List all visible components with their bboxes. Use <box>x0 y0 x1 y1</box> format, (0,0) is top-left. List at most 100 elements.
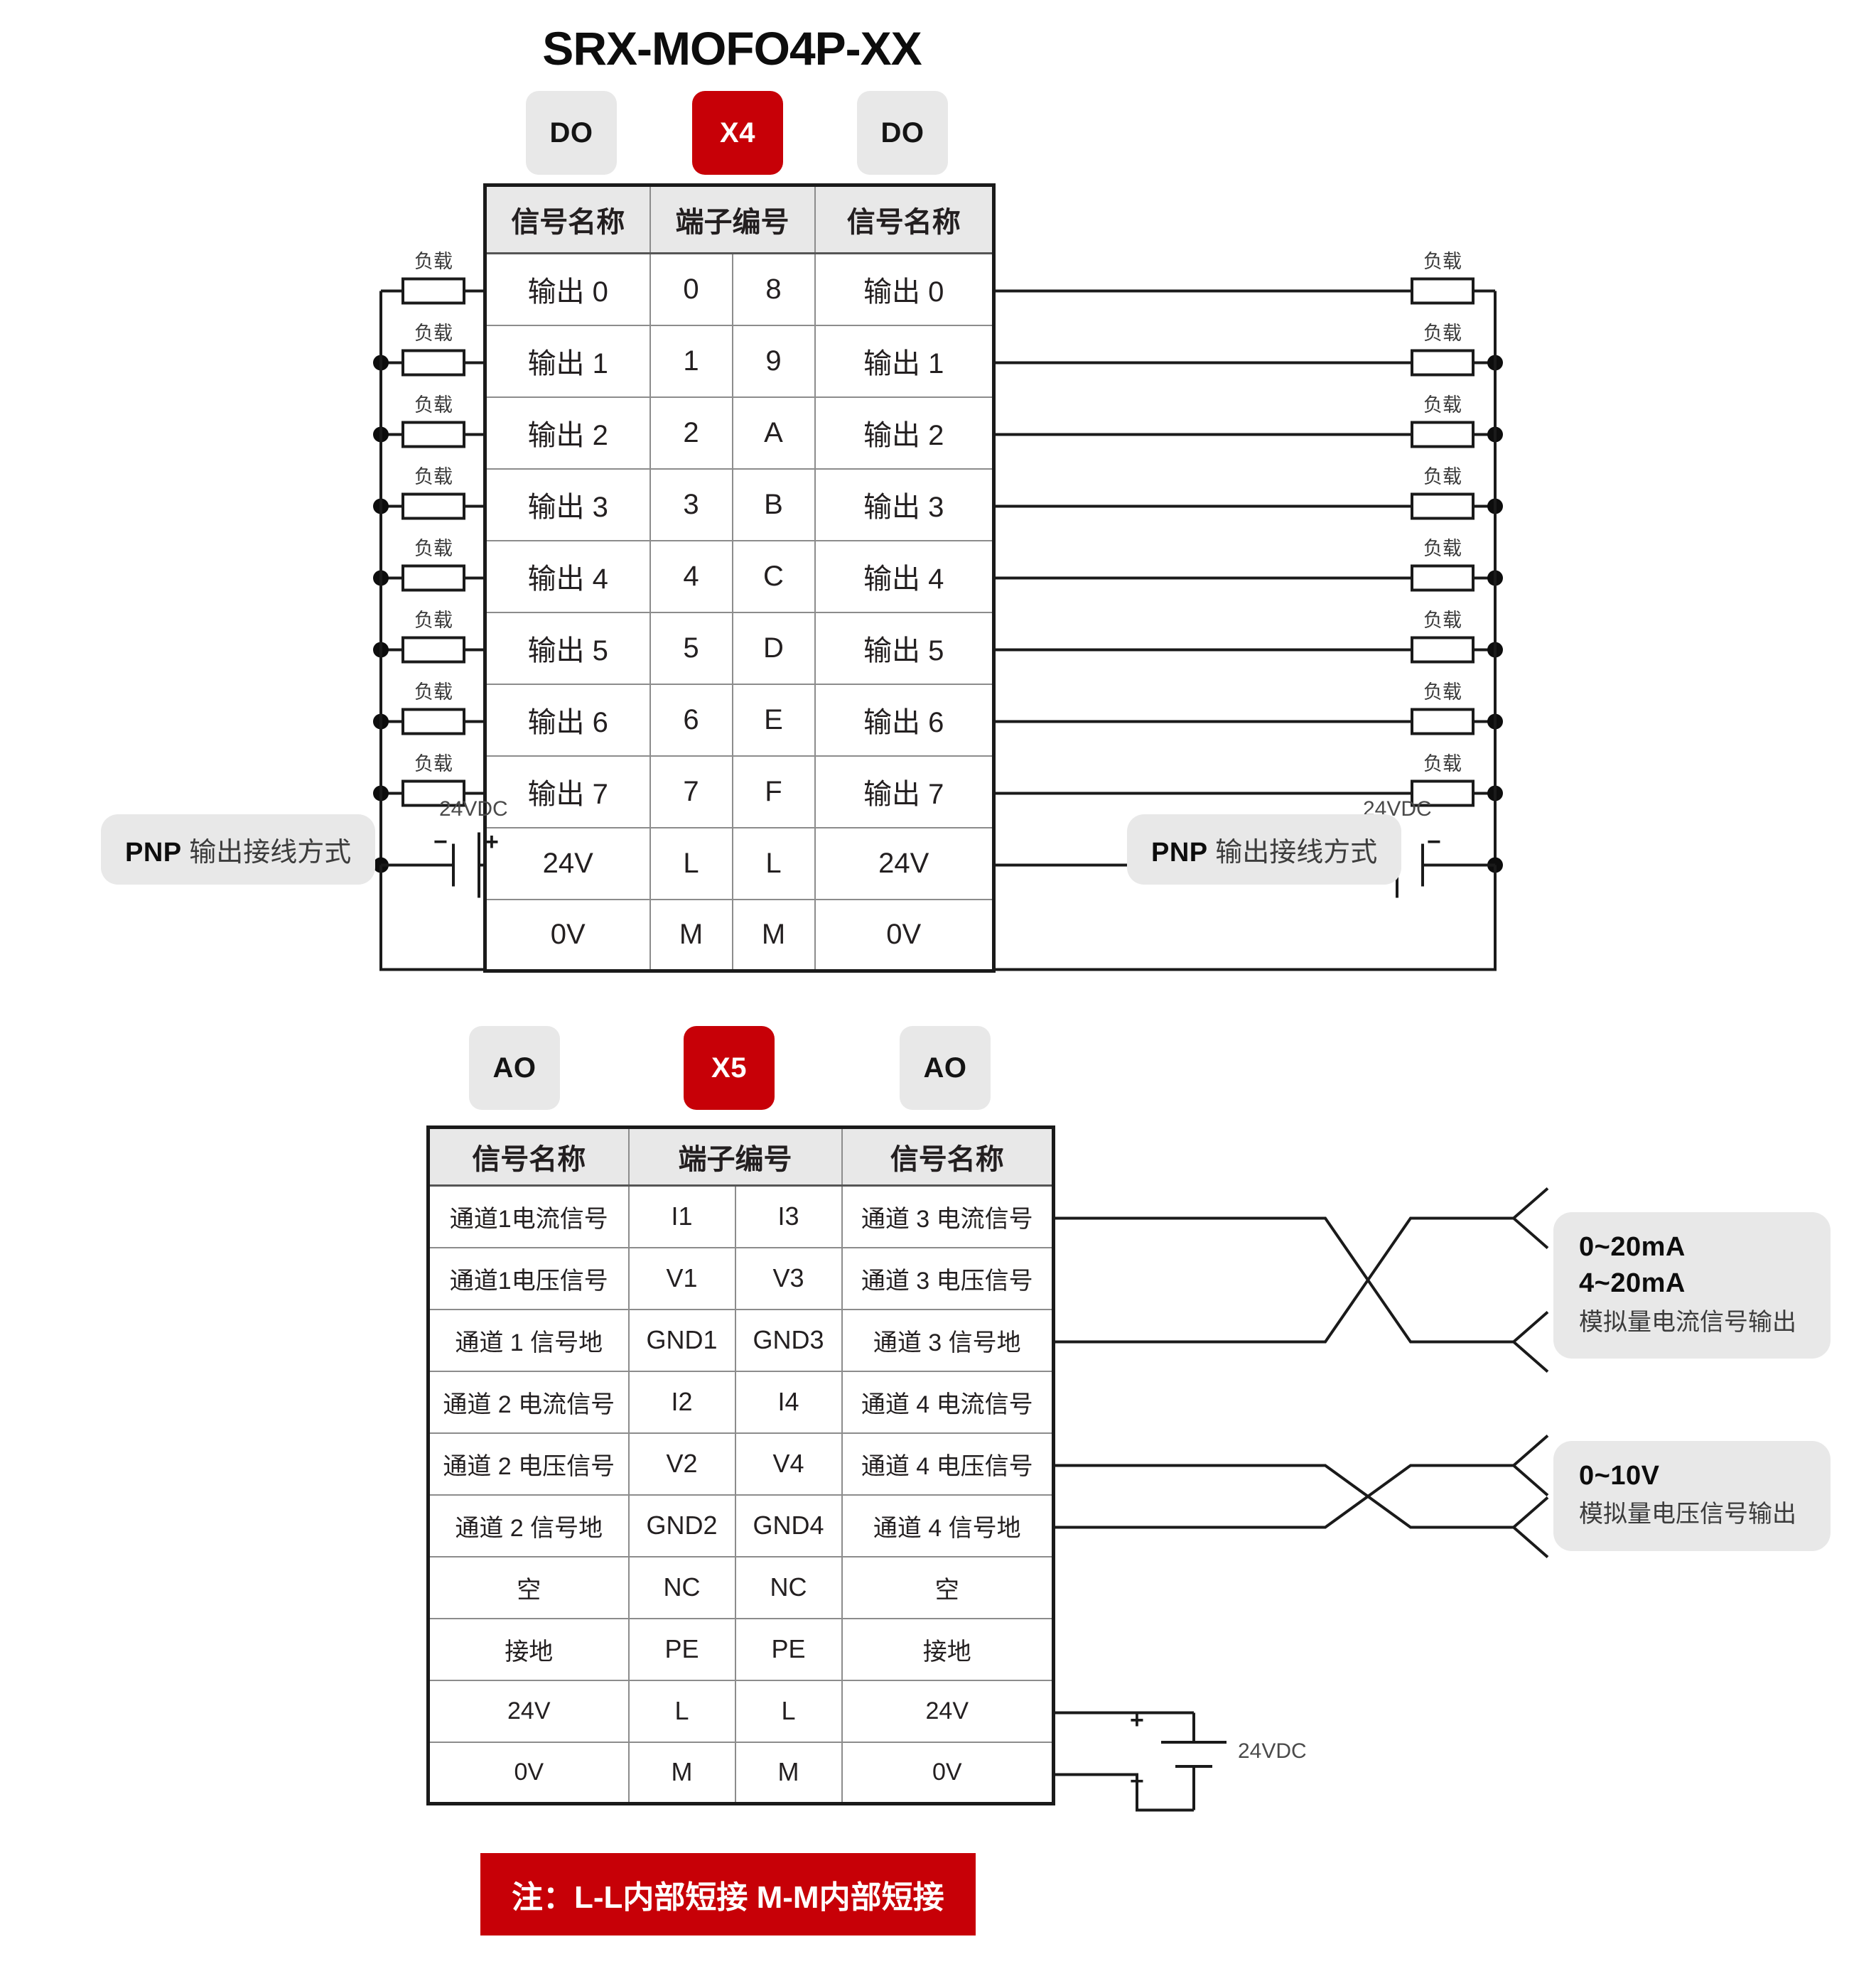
cell-signal-right: 0V <box>814 898 996 973</box>
pnp-bold-right: PNP <box>1151 838 1208 868</box>
voltage-desc: 模拟量电压信号输出 <box>1579 1501 1796 1528</box>
cell-terminal-right: E <box>731 683 816 757</box>
load-label-right-6: 负载 <box>1423 681 1462 703</box>
col-terminal-no: 端子编号 <box>649 183 816 254</box>
junction-dot-right-5 <box>1487 642 1503 658</box>
load-resistor-left-0 <box>401 277 465 305</box>
junction-dot-left-3 <box>373 498 389 514</box>
cell-signal-right: 通道 4 电压信号 <box>841 1432 1055 1496</box>
load-resistor-right-5 <box>1411 636 1475 664</box>
cell-terminal-left: 5 <box>649 611 733 685</box>
cell-signal-left: 通道 2 电压信号 <box>426 1432 630 1496</box>
cell-signal-left: 输出 3 <box>483 468 651 541</box>
pnp-text-right: 输出接线方式 <box>1215 838 1378 868</box>
arrow-head-bottom <box>1512 1310 1549 1373</box>
cell-signal-left: 空 <box>426 1555 630 1619</box>
cell-signal-right: 输出 6 <box>814 683 996 757</box>
cell-signal-right: 通道 3 信号地 <box>841 1308 1055 1372</box>
cell-signal-left: 输出 2 <box>483 396 651 470</box>
pnp-note-left: PNP 输出接线方式 <box>101 814 376 885</box>
col-signal-right: 信号名称 <box>841 1125 1055 1187</box>
cell-signal-right: 输出 5 <box>814 611 996 685</box>
callout-current-output: 0~20mA 4~20mA 模拟量电流信号输出 <box>1553 1212 1831 1359</box>
cell-terminal-left: 6 <box>649 683 733 757</box>
junction-dot-left-6 <box>373 713 389 730</box>
cell-signal-left: 0V <box>483 898 651 973</box>
load-label-right-5: 负载 <box>1423 609 1462 631</box>
cell-terminal-left: I1 <box>627 1184 736 1248</box>
cell-signal-left: 输出 6 <box>483 683 651 757</box>
cell-terminal-left: GND1 <box>627 1308 736 1372</box>
junction-dot-right-1 <box>1487 355 1503 371</box>
cell-signal-right: 通道 3 电流信号 <box>841 1184 1055 1248</box>
cell-terminal-left: 3 <box>649 468 733 541</box>
load-resistor-left-6 <box>401 708 465 735</box>
cell-terminal-left: GND2 <box>627 1494 736 1557</box>
junction-dot-right-6 <box>1487 713 1503 730</box>
current-wire-i3 <box>1052 1216 1514 1344</box>
badge-x4: X4 <box>692 91 783 175</box>
cell-signal-right: 输出 3 <box>814 468 996 541</box>
col-signal-left: 信号名称 <box>483 183 651 254</box>
cell-signal-left: 通道 2 信号地 <box>426 1494 630 1557</box>
cell-signal-right: 空 <box>841 1555 1055 1619</box>
table-header-row: 信号名称 端子编号 信号名称 <box>426 1125 1055 1187</box>
badge-x5: X5 <box>684 1026 775 1110</box>
cell-terminal-right: A <box>731 396 816 470</box>
load-label-right-2: 负载 <box>1423 394 1462 416</box>
return-wire-left <box>379 865 483 971</box>
cell-signal-left: 24V <box>483 826 651 900</box>
polarity-minus-right: − <box>1427 828 1441 855</box>
load-resistor-left-3 <box>401 492 465 520</box>
polarity-plus-ao: + <box>1130 1707 1144 1734</box>
voltage-wire-v4 <box>1052 1464 1514 1529</box>
cell-terminal-right: PE <box>734 1617 843 1681</box>
cell-terminal-left: 2 <box>649 396 733 470</box>
load-resistor-right-4 <box>1411 564 1475 592</box>
cell-signal-right: 输出 4 <box>814 539 996 613</box>
cell-terminal-left: 1 <box>649 324 733 398</box>
load-resistor-left-1 <box>401 349 465 377</box>
pnp-note-right: PNP 输出接线方式 <box>1127 814 1402 885</box>
cell-terminal-right: V3 <box>734 1246 843 1310</box>
cell-terminal-right: 9 <box>731 324 816 398</box>
arrow-head-top <box>1512 1187 1549 1250</box>
junction-dot-right-3 <box>1487 498 1503 514</box>
cell-signal-left: 输出 4 <box>483 539 651 613</box>
pnp-bold-left: PNP <box>125 838 182 868</box>
cell-terminal-left: I2 <box>627 1370 736 1434</box>
load-label-right-1: 负载 <box>1423 322 1462 344</box>
junction-dot-left-4 <box>373 570 389 586</box>
arrow-head-bottom <box>1512 1496 1549 1559</box>
polarity-minus-left: − <box>433 828 448 855</box>
current-range-1: 0~20mA <box>1579 1232 1686 1262</box>
cell-terminal-right: GND3 <box>734 1308 843 1372</box>
voltage-range-1: 0~10V <box>1579 1461 1660 1491</box>
cell-terminal-left: 0 <box>649 252 733 326</box>
cell-signal-right: 通道 3 电压信号 <box>841 1246 1055 1310</box>
cell-signal-left: 接地 <box>426 1617 630 1681</box>
current-wire-gnd3 <box>1052 1216 1514 1344</box>
cell-signal-right: 24V <box>814 826 996 900</box>
cell-signal-left: 输出 7 <box>483 755 651 828</box>
cell-terminal-right: D <box>731 611 816 685</box>
cell-signal-right: 输出 0 <box>814 252 996 326</box>
cell-terminal-right: C <box>731 539 816 613</box>
load-resistor-left-5 <box>401 636 465 664</box>
badge-do-left: DO <box>526 91 617 175</box>
cell-terminal-right: 8 <box>731 252 816 326</box>
load-label-right-0: 负载 <box>1423 250 1462 272</box>
cell-terminal-right: I4 <box>734 1370 843 1434</box>
junction-dot-left-7 <box>373 785 389 801</box>
load-label-right-3: 负载 <box>1423 465 1462 487</box>
junction-dot-left-5 <box>373 642 389 658</box>
